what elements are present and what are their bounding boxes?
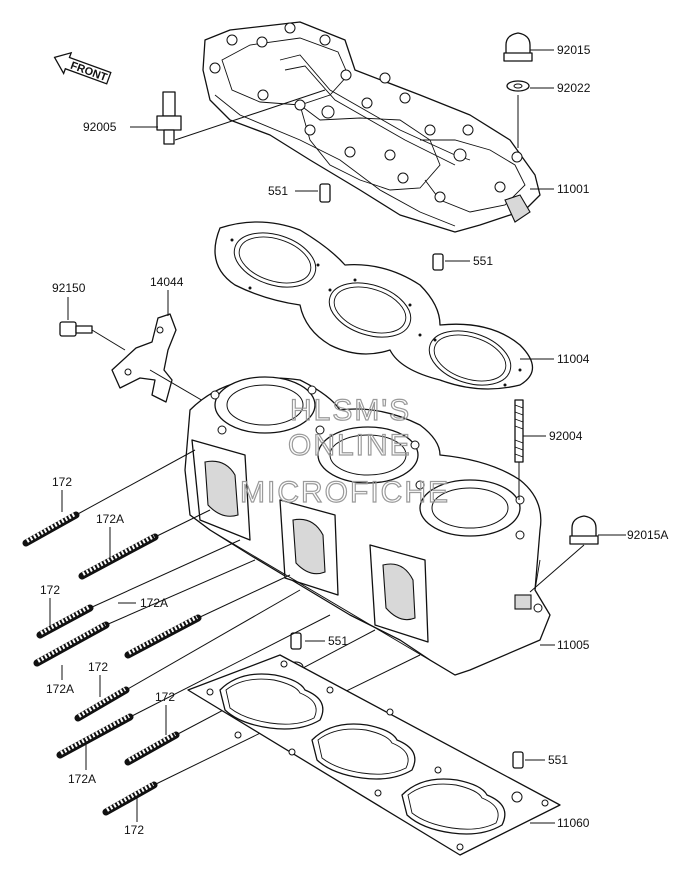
cylinder-head (202, 21, 541, 233)
base-gasket (187, 654, 561, 856)
label-172-e: 172 (124, 823, 144, 837)
stud-172A-3 (124, 614, 202, 659)
label-551-d: 551 (548, 753, 568, 767)
front-arrow: FRONT (53, 51, 112, 85)
label-172A-a: 172A (96, 512, 124, 526)
stud-172-4 (124, 731, 180, 766)
cap-nut-92015 (503, 32, 533, 62)
label-172-d: 172 (155, 690, 175, 704)
label-172A-b: 172A (140, 596, 168, 610)
stud-172-5 (102, 781, 158, 816)
label-92004: 92004 (549, 429, 583, 443)
label-11004: 11004 (557, 352, 590, 366)
stud-172-1 (22, 511, 80, 547)
label-92022: 92022 (557, 81, 591, 95)
stud-172-2 (36, 604, 94, 639)
label-551-b: 551 (473, 254, 493, 268)
watermark-line-2: ONLINE (288, 429, 412, 462)
label-172-c: 172 (88, 660, 108, 674)
watermark-line-3: MICROFICHE (240, 476, 450, 509)
stud-92004 (514, 399, 524, 463)
label-172A-c: 172A (46, 682, 74, 696)
watermark-line-1: HLSM'S (290, 394, 411, 427)
stud-172A-1 (78, 533, 159, 580)
front-arrow-label: FRONT (69, 60, 109, 84)
dowel-pin-551-b (432, 253, 444, 271)
label-551-a: 551 (268, 184, 288, 198)
dowel-pin-551-d (512, 751, 524, 769)
washer-92022 (506, 80, 530, 92)
watermark: HLSM'S ONLINE MICROFICHE (239, 393, 450, 509)
head-gasket (214, 221, 534, 390)
bracket-14044 (111, 313, 177, 403)
label-11001: 11001 (557, 182, 590, 196)
label-92015A: 92015A (627, 528, 668, 542)
stud-group (22, 511, 202, 816)
fitting-92005 (156, 91, 182, 145)
label-11060: 11060 (557, 816, 590, 830)
label-551-c: 551 (328, 634, 348, 648)
label-92015: 92015 (557, 43, 591, 57)
stud-172A-2 (33, 621, 110, 667)
bolt-92150 (59, 321, 93, 337)
label-11005: 11005 (557, 638, 590, 652)
stud-172-3 (74, 686, 130, 722)
label-14044: 14044 (150, 275, 184, 289)
cap-nut-92015A (569, 515, 599, 545)
label-172A-d: 172A (68, 772, 96, 786)
label-92005: 92005 (83, 120, 117, 134)
label-92150: 92150 (52, 281, 86, 295)
label-172-b: 172 (40, 583, 60, 597)
stud-172A-4 (56, 713, 134, 759)
label-172-a: 172 (52, 475, 72, 489)
dowel-pin-551-a (319, 183, 331, 203)
cylinder-block (184, 376, 551, 676)
